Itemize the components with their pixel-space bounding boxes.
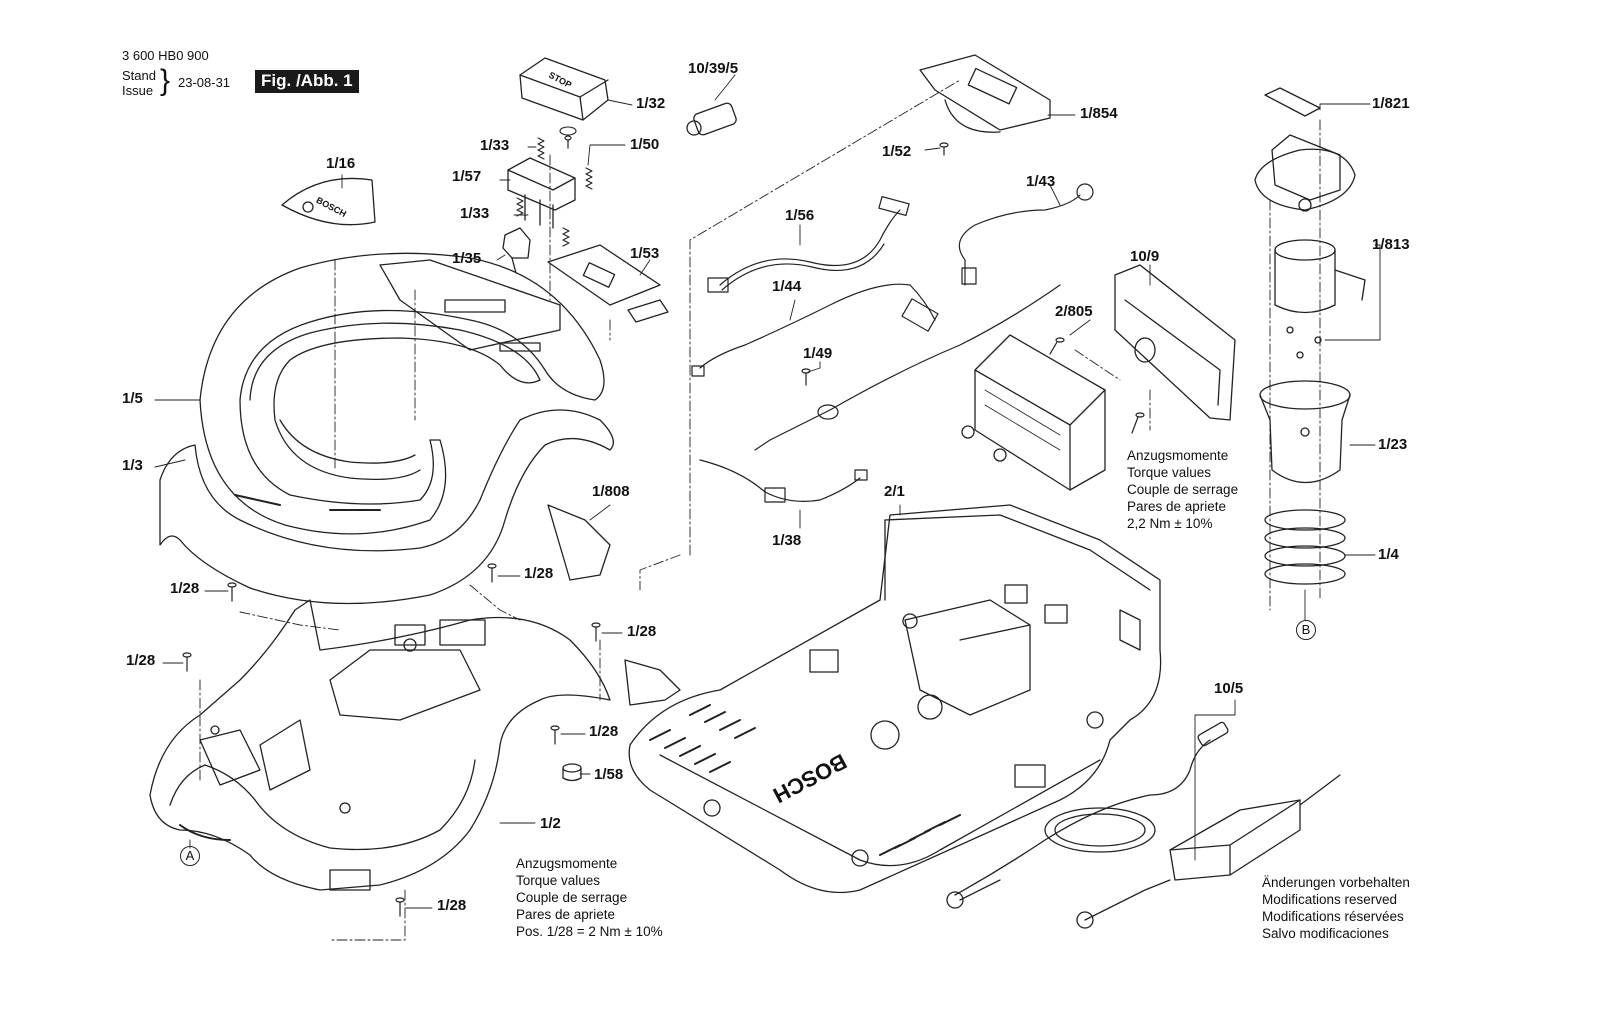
blade-motor-stack: [1254, 87, 1366, 585]
power-supply: [946, 721, 1341, 929]
label-2-805: 2/805: [1055, 303, 1093, 320]
logo-sticker: [281, 177, 376, 226]
cap: [562, 763, 582, 782]
marker-a: A: [180, 846, 200, 866]
top-cover: [159, 252, 614, 605]
label-1-38: 1/38: [772, 532, 802, 549]
figure-badge: Fig. /Abb. 1: [255, 70, 359, 93]
label-1-49: 1/49: [803, 345, 833, 362]
torque-note-right-line-1: Anzugsmomente: [1127, 448, 1229, 463]
label-1-821: 1/821: [1372, 95, 1410, 112]
issue-label: Issue: [122, 83, 154, 98]
label-10-9: 10/9: [1130, 248, 1160, 265]
label-1-52: 1/52: [882, 143, 912, 160]
label-1-28-right: 1/28: [627, 623, 657, 640]
cable-harnesses: [691, 183, 1094, 503]
button-holder: [507, 157, 576, 229]
microswitch: [502, 227, 531, 274]
label-10-39-5: 10/39/5: [688, 60, 739, 77]
modifications-note: Änderungen vorbehalten Modifications res…: [1262, 874, 1410, 942]
label-1-808: 1/808: [592, 483, 630, 500]
modifications-note-line-2: Modifications reserved: [1262, 892, 1398, 907]
label-1-23: 1/23: [1378, 436, 1408, 453]
label-1-854: 1/854: [1080, 105, 1118, 122]
cover-10-9: [1114, 264, 1236, 421]
lower-chassis: [149, 599, 611, 891]
protective-films: [547, 504, 681, 706]
label-1-57: 1/57: [452, 168, 482, 185]
label-1-28-front: 1/28: [589, 723, 619, 740]
label-1-53: 1/53: [630, 245, 660, 262]
label-1-813: 1/813: [1372, 236, 1410, 253]
modifications-note-line-3: Modifications réservées: [1262, 909, 1404, 924]
stop-button: [519, 57, 609, 121]
pcb-1-854: [919, 54, 1051, 133]
label-2-1: 2/1: [884, 483, 905, 500]
torque-note-right-line-3: Couple de serrage: [1127, 482, 1239, 497]
label-1-43: 1/43: [1026, 173, 1056, 190]
brace-glyph: }: [160, 64, 171, 97]
torque-note-right-line-4: Pares de apriete: [1127, 499, 1227, 514]
part-number: 3 600 HB0 900: [122, 48, 209, 63]
torque-note-bottom-line-3: Couple de serrage: [516, 890, 628, 905]
label-1-16: 1/16: [326, 155, 356, 172]
drive-module: [961, 334, 1106, 491]
label-1-33-upper: 1/33: [480, 137, 510, 154]
display-panel: [547, 244, 669, 323]
label-1-50: 1/50: [630, 136, 660, 153]
stand-label: Stand: [122, 68, 156, 83]
torque-note-bottom: Anzugsmomente Torque values Couple de se…: [516, 855, 663, 940]
label-1-58: 1/58: [594, 766, 624, 783]
screws: [182, 135, 1145, 917]
torque-note-bottom-line-2: Torque values: [516, 873, 601, 888]
torque-note-right-line-5: 2,2 Nm ± 10%: [1127, 516, 1213, 531]
label-1-3: 1/3: [122, 457, 143, 474]
torque-note-bottom-line-4: Pares de apriete: [516, 907, 616, 922]
base-housing: [628, 504, 1162, 894]
label-1-28-bottom: 1/28: [437, 897, 467, 914]
torque-note-bottom-line-1: Anzugsmomente: [516, 856, 618, 871]
label-1-33-lower: 1/33: [460, 205, 490, 222]
modifications-note-line-1: Änderungen vorbehalten: [1262, 875, 1410, 890]
torque-note-right-line-2: Torque values: [1127, 465, 1212, 480]
torque-note-bottom-line-5: Pos. 1/28 = 2 Nm ± 10%: [516, 924, 663, 939]
label-1-28-center: 1/28: [524, 565, 554, 582]
springs: [516, 126, 593, 247]
label-1-35: 1/35: [452, 250, 482, 267]
issue-date: 23-08-31: [178, 75, 231, 90]
label-1-44: 1/44: [772, 278, 802, 295]
label-1-2: 1/2: [540, 815, 561, 832]
modifications-note-line-4: Salvo modificaciones: [1262, 926, 1389, 941]
label-1-28-left-upper: 1/28: [170, 580, 200, 597]
label-1-28-left-lower: 1/28: [126, 652, 156, 669]
label-1-56: 1/56: [785, 207, 815, 224]
torque-note-right: Anzugsmomente Torque values Couple de se…: [1127, 447, 1238, 532]
label-1-32: 1/32: [636, 95, 666, 112]
guide-lines: [199, 79, 1321, 941]
connector-10-39-5: [686, 102, 737, 136]
label-1-4: 1/4: [1378, 546, 1399, 563]
label-10-5: 10/5: [1214, 680, 1244, 697]
marker-b: B: [1296, 620, 1316, 640]
label-1-5: 1/5: [122, 390, 143, 407]
leader-lines: [154, 74, 1381, 909]
